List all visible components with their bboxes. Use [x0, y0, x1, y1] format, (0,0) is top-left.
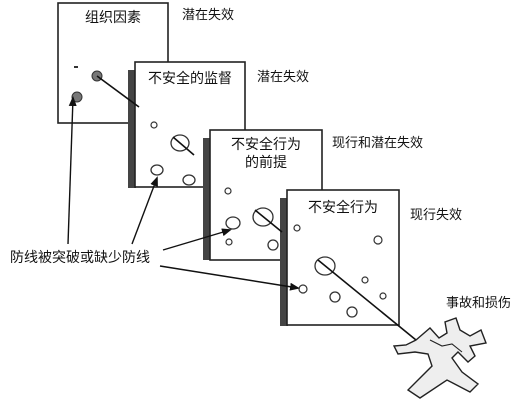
hole-3b — [225, 216, 241, 230]
defense-arrows — [67, 96, 300, 291]
hole-3e — [225, 238, 233, 246]
slab-3-side-label: 现行和潜在失效 — [332, 136, 424, 151]
slab-2-title-line: 不安全的监督 — [148, 71, 232, 87]
hole-3a — [252, 207, 274, 227]
hole-4h — [379, 292, 387, 300]
slab-1-title-line: 组织因素 — [85, 10, 141, 26]
slab-1-side-label: 潜在失效 — [182, 8, 235, 23]
hole-2c — [182, 174, 196, 186]
hole-4e — [373, 235, 383, 245]
hazard-trajectory — [96, 75, 417, 341]
hole-2d — [150, 121, 158, 129]
slab-1-title: 组织因素 — [64, 9, 162, 27]
hole-2a — [170, 134, 190, 152]
slab-3-title: 不安全行为 的前提 — [212, 136, 320, 172]
hole-4d — [346, 306, 358, 318]
hole-4a — [314, 256, 336, 276]
hole-3d — [224, 187, 232, 195]
slab-unsafe-acts — [280, 189, 400, 326]
hole-4g — [361, 276, 369, 284]
hole-1c — [74, 66, 78, 68]
defense-breach-label: 防线被突破或缺少防线 — [10, 250, 150, 266]
slab-3-title-line-2: 的前提 — [245, 155, 287, 171]
slab-4-title: 不安全行为 — [289, 199, 397, 217]
slab-2-title: 不安全的监督 — [137, 70, 243, 88]
slab-4-side-label: 现行失效 — [410, 208, 463, 223]
slab-4-title-line: 不安全行为 — [308, 200, 378, 216]
slab-unsafe-supervision — [128, 61, 246, 188]
slab-2-side-label: 潜在失效 — [257, 70, 310, 85]
outcome-label: 事故和损伤 — [446, 296, 512, 311]
hole-3c — [267, 239, 279, 251]
hole-2b — [150, 164, 164, 176]
aircraft-crash-icon — [392, 317, 487, 399]
hole-4c — [329, 291, 341, 303]
hole-4f — [293, 224, 301, 232]
slab-3-title-line-1: 不安全行为 — [231, 137, 301, 153]
